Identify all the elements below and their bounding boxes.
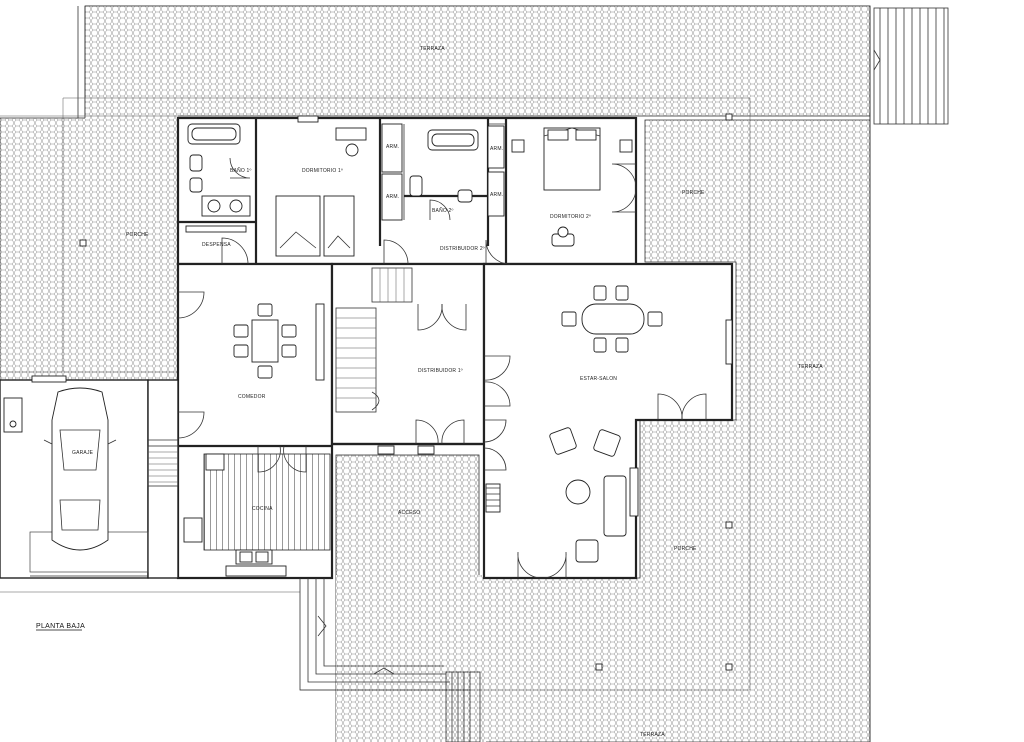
label-dormitorio1: DORMITORIO 1º [302, 168, 343, 174]
bottom-terrace-strip [336, 575, 486, 742]
label-porche-bottom: PORCHE [674, 546, 697, 552]
garage-stairs [147, 445, 179, 487]
exterior-stairs-top [873, 7, 949, 125]
label-cocina: COCINA [252, 506, 273, 512]
upper-band [84, 5, 871, 117]
label-terraza-top: TERRAZA [420, 46, 445, 52]
site-lines [0, 6, 871, 742]
label-bano1: BAÑO 1º [230, 167, 252, 174]
label-acceso: ACCESO [398, 510, 420, 516]
label-arm4: ARM. [490, 192, 503, 198]
label-bano2: BAÑO 2º [432, 207, 454, 214]
label-estar-salon: ESTAR-SALON [580, 376, 617, 382]
label-garaje: GARAJE [72, 450, 94, 456]
label-arm2: ARM. [386, 194, 399, 200]
left-porch [0, 117, 179, 381]
label-porche-right: PORCHE [682, 190, 705, 196]
label-comedor: COMEDOR [238, 394, 266, 400]
label-distribuidor2: DISTRIBUIDOR 2º [440, 246, 485, 252]
label-distribuidor1: DISTRIBUIDOR 1º [418, 368, 463, 374]
label-arm3: ARM. [490, 146, 503, 152]
label-despensa: DESPENSA [202, 242, 231, 248]
car [43, 387, 117, 551]
label-porche-left: PORCHE [126, 232, 149, 238]
label-dormitorio2: DORMITORIO 2º [550, 214, 591, 220]
furniture [3, 115, 733, 577]
label-arm1: ARM. [386, 144, 399, 150]
terrace-areas [0, 5, 871, 742]
interior-stairs [335, 267, 413, 413]
entrance-steps [299, 578, 481, 742]
doors [177, 157, 707, 579]
label-terraza-right: TERRAZA [798, 364, 823, 370]
room-labels: TERRAZA BAÑO 1º DORMITORIO 1º ARM. ARM. … [72, 46, 823, 738]
plan-title: PLANTA BAJA [36, 623, 85, 630]
left-porch-strip [85, 98, 178, 120]
label-terraza-bottom: TERRAZA [640, 732, 665, 738]
posts [31, 113, 733, 671]
